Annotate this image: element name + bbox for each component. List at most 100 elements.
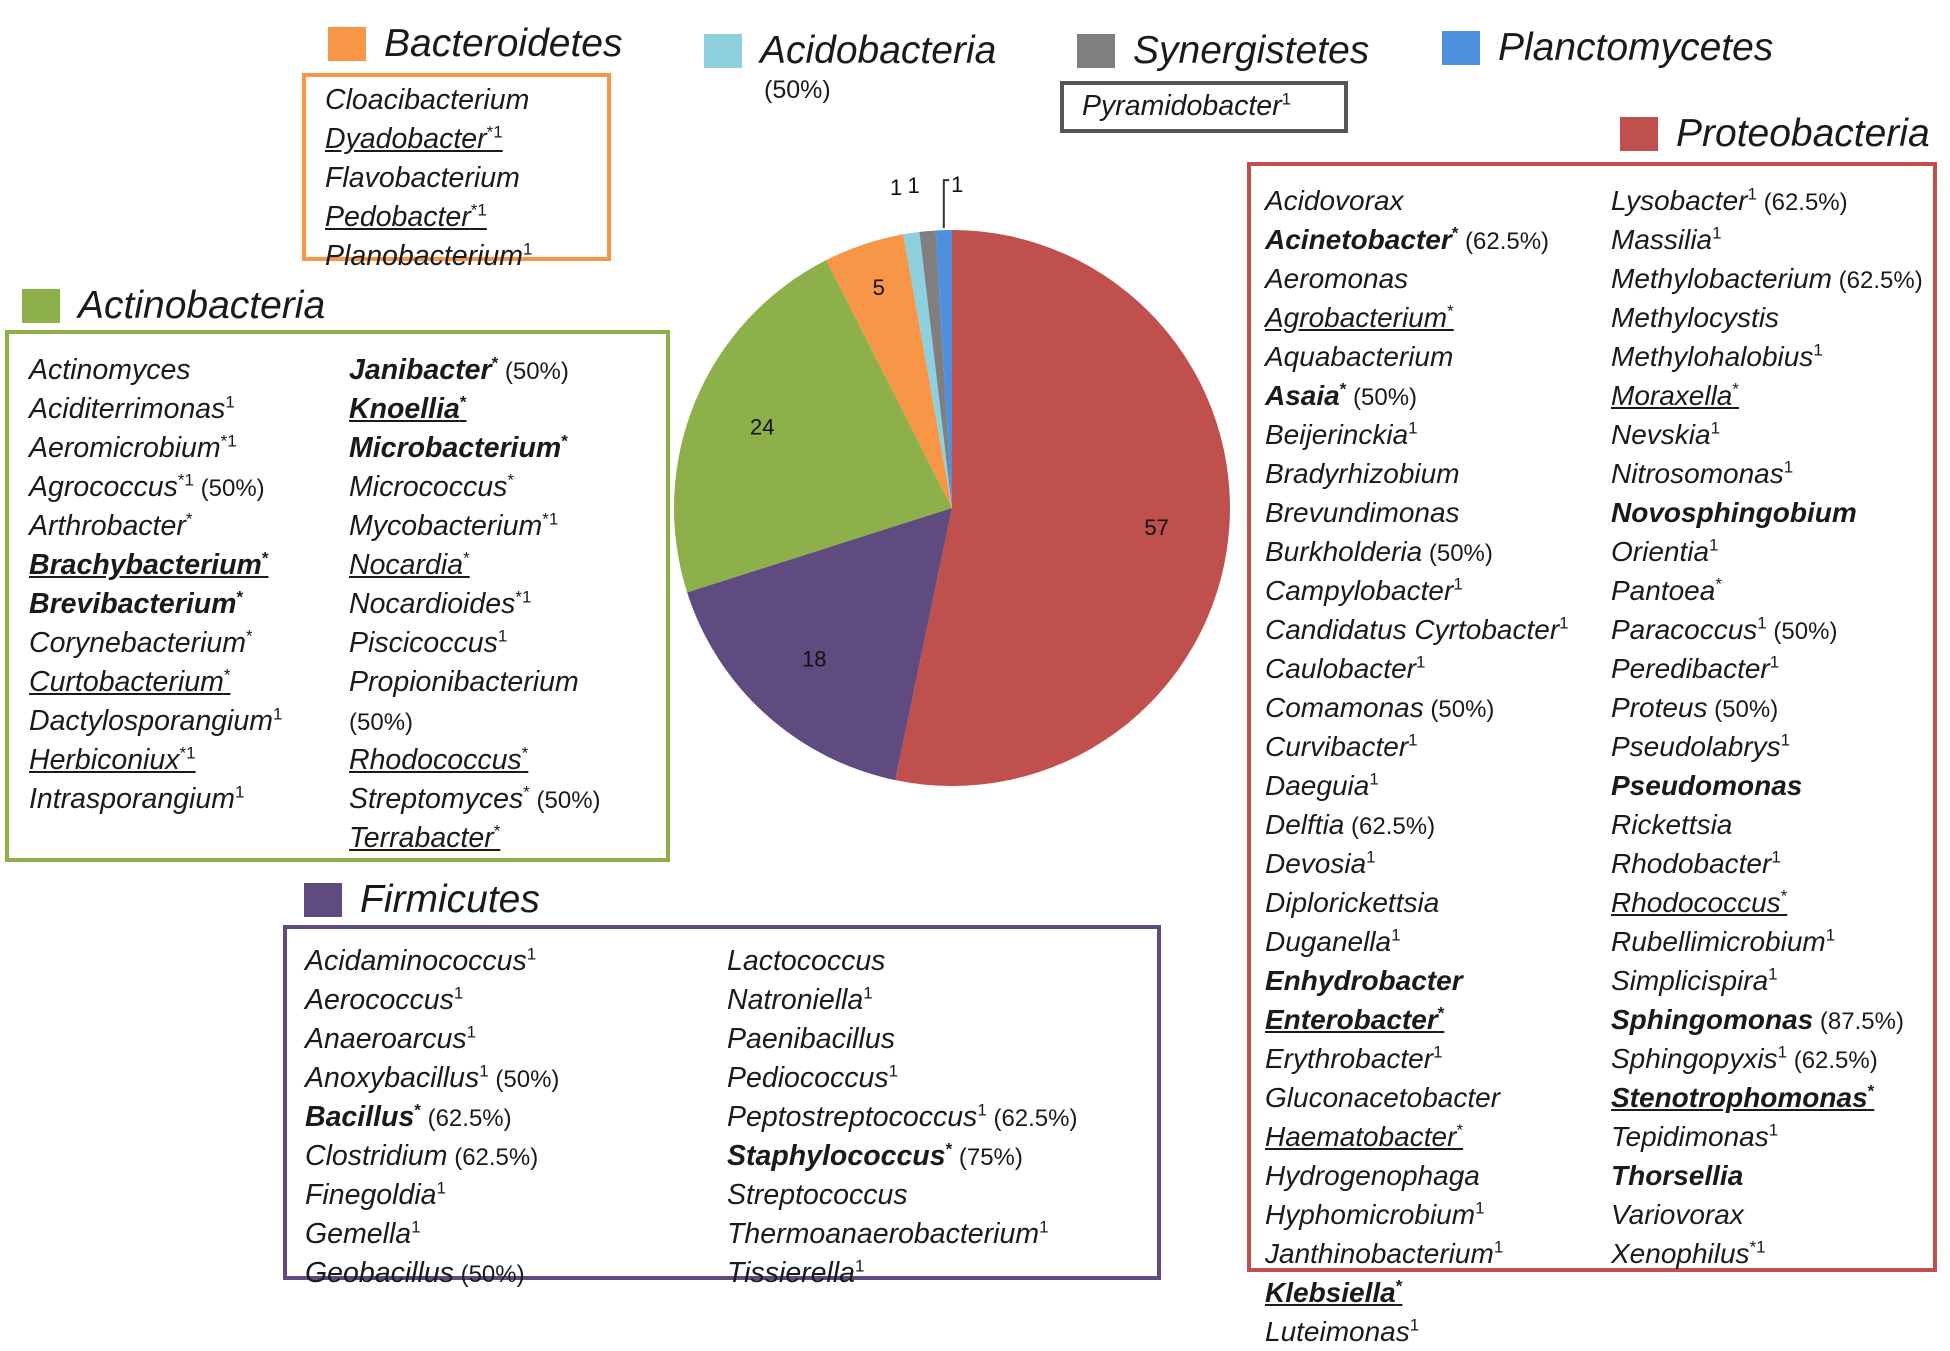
genus-percentage: (75%) xyxy=(952,1144,1023,1171)
genus-cloacibacterium: Cloacibacterium xyxy=(325,81,533,120)
genus-curtobacterium: Curtobacterium* xyxy=(29,663,282,702)
genus-janthinobacterium: Janthinobacterium1 xyxy=(1265,1234,1569,1273)
genus-herbiconiux: Herbiconiux*1 xyxy=(29,741,282,780)
genus-massilia: Massilia1 xyxy=(1611,220,1923,259)
genus-footnote-mark: 1 xyxy=(1559,613,1569,633)
pie-label-synergistetes: 1 xyxy=(907,173,919,198)
genus-footnote-mark: * xyxy=(491,353,499,373)
genus-pseudomonas: Pseudomonas xyxy=(1611,766,1923,805)
genus-name: Acinetobacter* xyxy=(1265,223,1459,255)
genus-footnote-mark: 1 xyxy=(1415,652,1426,672)
genus-intrasporangium: Intrasporangium1 xyxy=(29,780,282,819)
genus-rhodococcus: Rhodococcus* xyxy=(349,741,601,780)
genus-footnote-mark: 1 xyxy=(1768,1120,1779,1140)
genus-name: Aciditerrimonas1 xyxy=(29,392,235,425)
genus-footnote-mark: 1 xyxy=(1712,223,1722,243)
genus-name: Klebsiella* xyxy=(1265,1276,1403,1308)
genus-name: Hydrogenophaga xyxy=(1265,1160,1480,1191)
pie-slice-actinobacteria xyxy=(674,260,952,593)
genus-name: Lactococcus xyxy=(727,945,886,977)
genus-name: Methylohalobius1 xyxy=(1611,340,1823,372)
genus-name: Comamonas xyxy=(1265,692,1424,723)
genus-name: Asaia* xyxy=(1265,379,1347,411)
genus-footnote-mark: * xyxy=(1732,379,1740,399)
genus-tepidimonas: Tepidimonas1 xyxy=(1611,1117,1923,1156)
genus-percentage: (50%) xyxy=(1766,618,1838,645)
genus-planobacterium: Planobacterium1 xyxy=(325,237,533,276)
genus-name: Stenotrophomonas* xyxy=(1611,1081,1875,1113)
genus-name: Planobacterium1 xyxy=(325,239,533,272)
genus-name: Geobacillus xyxy=(305,1257,454,1289)
pie-leader-line xyxy=(942,179,950,229)
genus-duganella: Duganella1 xyxy=(1265,922,1569,961)
genus-streptomyces: Streptomyces* (50%) xyxy=(349,780,601,819)
genus-footnote-mark: *1 xyxy=(179,743,196,763)
genus-footnote-mark: * xyxy=(493,821,501,841)
genus-name: Piscicoccus1 xyxy=(349,626,508,659)
genus-name: Herbiconiux*1 xyxy=(29,743,196,776)
genus-tissierella: Tissierella1 xyxy=(727,1254,1077,1293)
genus-footnote-mark: 1 xyxy=(1757,613,1767,633)
genus-percentage: (50%) xyxy=(1423,696,1495,723)
genus-pedobacter: Pedobacter*1 xyxy=(325,198,533,237)
genus-footnote-mark: 1 xyxy=(234,782,245,802)
genus-name: Curtobacterium* xyxy=(29,665,231,698)
genus-bacillus: Bacillus* (62.5%) xyxy=(305,1098,559,1137)
genus-footnote-mark: * xyxy=(414,1100,421,1120)
genus-hyphomicrobium: Hyphomicrobium1 xyxy=(1265,1195,1569,1234)
genus-name: Diplorickettsia xyxy=(1265,887,1440,918)
genus-peptostreptococcus: Peptostreptococcus1 (62.5%) xyxy=(727,1098,1077,1137)
synergistetes-genus-list: Pyramidobacter1 xyxy=(1082,87,1291,126)
genus-name: Luteimonas1 xyxy=(1265,1315,1420,1347)
genus-peredibacter: Peredibacter1 xyxy=(1611,649,1923,688)
genus-footnote-mark: 1 xyxy=(466,1022,477,1042)
bacteroidetes-title: Bacteroidetes xyxy=(384,22,623,65)
genus-footnote-mark: * xyxy=(1456,1120,1464,1140)
genus-footnote-mark: * xyxy=(1395,1276,1403,1296)
genus-footnote-mark: 1 xyxy=(1768,964,1778,984)
genus-beijerinckia: Beijerinckia1 xyxy=(1265,415,1569,454)
genus-footnote-mark: 1 xyxy=(1475,1198,1485,1218)
genus-footnote-mark: 1 xyxy=(436,1178,446,1198)
genus-footnote-mark: *1 xyxy=(1749,1237,1766,1257)
genus-nocardia: Nocardia* xyxy=(349,546,601,585)
pie-label-proteobacteria: 57 xyxy=(1144,515,1168,540)
pie-label-actinobacteria: 24 xyxy=(750,414,774,439)
genus-name: Anoxybacillus1 xyxy=(305,1061,489,1094)
genus-paracoccus: Paracoccus1 (50%) xyxy=(1611,610,1923,649)
genus-name: Nevskia1 xyxy=(1611,418,1721,450)
legend-acidobacteria: Acidobacteria xyxy=(704,29,996,73)
genus-brevundimonas: Brevundimonas xyxy=(1265,493,1569,532)
genus-name: Gluconacetobacter xyxy=(1265,1082,1501,1113)
acidobacteria-title: Acidobacteria xyxy=(760,29,997,72)
genus-lysobacter: Lysobacter1 (62.5%) xyxy=(1611,181,1923,220)
genus-percentage: (62.5%) xyxy=(447,1144,539,1171)
genus-gluconacetobacter: Gluconacetobacter xyxy=(1265,1078,1569,1117)
genus-name: Rhodobacter1 xyxy=(1611,847,1781,879)
genus-percentage: (50%) xyxy=(498,358,569,385)
genus-percentage: (87.5%) xyxy=(1813,1008,1904,1035)
synergistetes-title: Synergistetes xyxy=(1133,29,1370,72)
genus-thorsellia: Thorsellia xyxy=(1611,1156,1923,1195)
figure-canvas: Bacteroidetes Acidobacteria (50%) Synerg… xyxy=(5,22,1937,1347)
genus-footnote-mark: 1 xyxy=(1039,1217,1049,1237)
genus-name: Beijerinckia1 xyxy=(1265,418,1418,450)
genus-footnote-mark: 1 xyxy=(1780,730,1791,750)
genus-footnote-mark: 1 xyxy=(523,239,533,259)
genus-corynebacterium: Corynebacterium* xyxy=(29,624,282,663)
genus-arthrobacter: Arthrobacter* xyxy=(29,507,282,546)
genus-agrobacterium: Agrobacterium* xyxy=(1265,298,1569,337)
genus-percentage: (50%) xyxy=(453,1261,525,1288)
pie-slice-bacteroidetes xyxy=(826,234,952,509)
genus-aeromicrobium: Aeromicrobium*1 xyxy=(29,429,282,468)
genus-name: Staphylococcus* xyxy=(727,1139,953,1172)
genus-footnote-mark: 1 xyxy=(1433,1042,1443,1062)
genus-rickettsia: Rickettsia xyxy=(1611,805,1923,844)
genus-finegoldia: Finegoldia1 xyxy=(305,1176,559,1215)
genus-name: Methylobacterium xyxy=(1611,263,1832,294)
genus-name: Paracoccus1 xyxy=(1611,613,1767,645)
genus-name: Tepidimonas1 xyxy=(1611,1120,1779,1152)
genus-natroniella: Natroniella1 xyxy=(727,981,1077,1020)
